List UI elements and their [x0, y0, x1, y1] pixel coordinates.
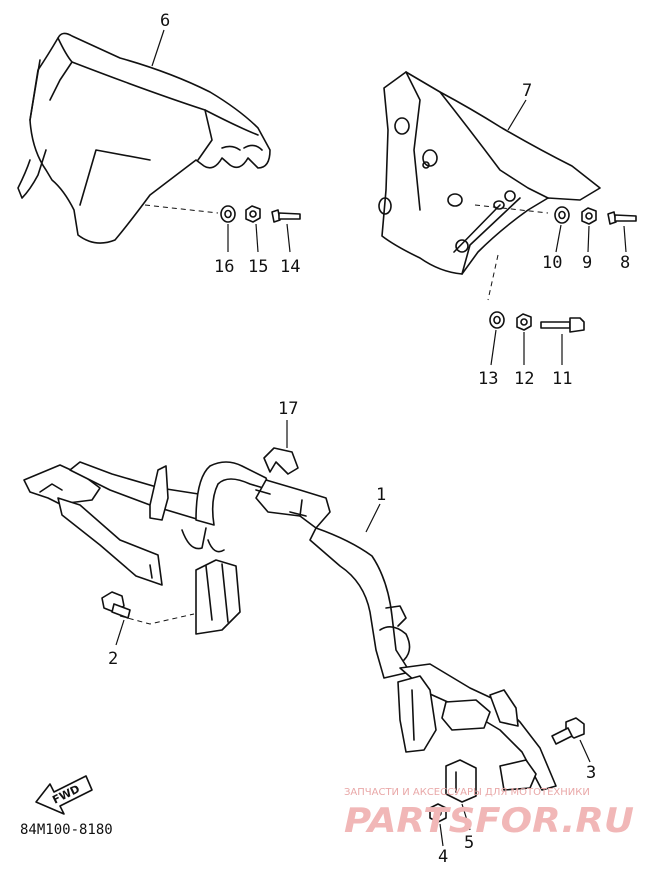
fastener-8-bolt [607, 211, 637, 253]
callout-2: 2 [108, 649, 118, 669]
watermark-logo: PARTSFOR.RU [344, 801, 634, 841]
callout-3: 3 [586, 763, 596, 783]
callout-9: 9 [582, 253, 592, 273]
part-1-stay [23, 461, 557, 791]
fastener-15-nut [245, 205, 261, 253]
watermark: ЗАПЧАСТИ И АКСЕССУАРЫ ДЛЯ МОТОТЕХНИКИ PA… [344, 787, 634, 841]
fastener-9-nut [581, 207, 597, 253]
callout-11: 11 [552, 369, 572, 389]
part-2-bolt [101, 591, 131, 646]
callout-15: 15 [248, 257, 268, 277]
watermark-tagline: ЗАПЧАСТИ И АКСЕССУАРЫ ДЛЯ МОТОТЕХНИКИ [344, 787, 590, 798]
callout-4: 4 [438, 847, 448, 867]
callout-7: 7 [522, 81, 532, 101]
fastener-14-bolt [271, 209, 301, 253]
part-7-cover [378, 71, 601, 301]
callout-16: 16 [214, 257, 234, 277]
fastener-10-washer [554, 206, 570, 253]
part-6-cover [17, 32, 271, 244]
callout-17: 17 [278, 399, 298, 419]
callout-1: 1 [376, 485, 386, 505]
fastener-12-nut [516, 313, 532, 365]
fwd-arrow-icon: FWD [35, 775, 93, 815]
drawing-code: 84M100-8180 [20, 822, 113, 838]
callout-13: 13 [478, 369, 498, 389]
callout-8: 8 [620, 253, 630, 273]
callout-5: 5 [464, 833, 474, 853]
callout-6: 6 [160, 11, 170, 31]
fastener-11-bolt [540, 317, 585, 365]
callout-12: 12 [514, 369, 534, 389]
callout-10: 10 [542, 253, 562, 273]
part-4-nut [429, 803, 447, 847]
callout-14: 14 [280, 257, 300, 277]
part-5-damper [445, 759, 477, 831]
part-17-clip [263, 420, 299, 475]
fastener-13-washer [489, 311, 505, 366]
fastener-16-washer [220, 205, 236, 252]
part-3-bolt [551, 717, 591, 763]
